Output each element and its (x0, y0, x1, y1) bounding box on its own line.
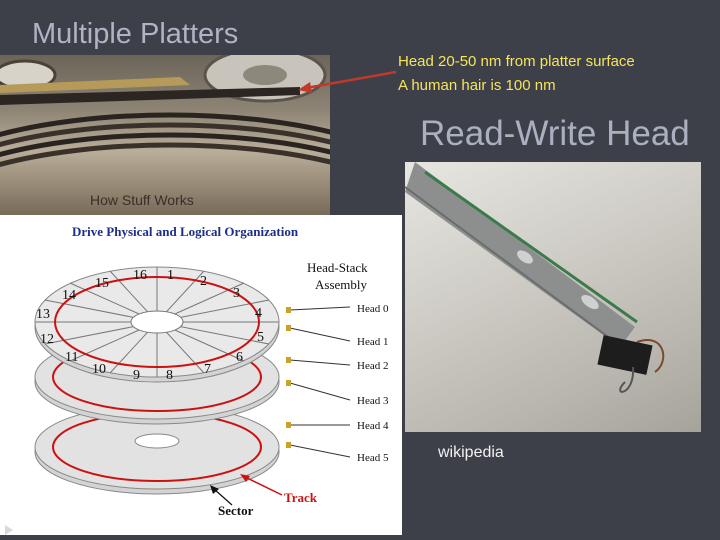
sector-label: 7 (204, 362, 211, 377)
bullet-arrow-icon (5, 525, 13, 535)
sector-label: 3 (233, 286, 240, 301)
platter-photo (0, 55, 330, 215)
leader-arrow (298, 70, 397, 93)
diagram-title: Drive Physical and Logical Organization (72, 224, 299, 239)
head-label: Head 1 (357, 336, 388, 348)
sector-caption: Sector (218, 503, 254, 518)
head-label: Head 0 (357, 303, 389, 315)
sector-label: 12 (40, 332, 54, 347)
sector-label: 6 (236, 350, 243, 365)
read-write-head-photo (405, 162, 701, 432)
head-photo-caption: wikipedia (438, 444, 504, 461)
platter-1 (34, 266, 280, 383)
platter-3 (34, 404, 280, 495)
slide-title: Multiple Platters (32, 18, 239, 50)
track-pointer (244, 476, 283, 496)
sector-label: 14 (62, 288, 76, 303)
head-label: Head 5 (357, 452, 389, 464)
sector-label: 10 (92, 362, 106, 377)
sector-label: 15 (95, 276, 109, 291)
sector-arrowhead-icon (210, 485, 219, 494)
sector-label: 5 (257, 330, 264, 345)
sector-label: 4 (255, 306, 262, 321)
sector-pointer (213, 488, 233, 506)
read-write-head-heading: Read-Write Head (420, 114, 690, 153)
head-label: Head 2 (357, 360, 388, 372)
head-stack-label-line2: Assembly (315, 277, 368, 292)
track-arrowhead-icon (240, 474, 250, 482)
platter-photo-caption: How Stuff Works (90, 192, 194, 208)
drive-organization-diagram: Drive Physical and Logical Organization … (0, 215, 402, 535)
sector-label: 11 (65, 350, 78, 365)
head-stack-label-line1: Head-Stack (307, 260, 368, 275)
head-distance-note: Head 20-50 nm from platter surface (398, 53, 635, 70)
sector-label: 1 (167, 268, 174, 283)
track-label: Track (284, 490, 318, 505)
sector-label: 16 (133, 268, 147, 283)
sector-label: 13 (36, 307, 50, 322)
sector-label: 2 (200, 274, 207, 289)
hair-size-note: A human hair is 100 nm (398, 77, 556, 94)
head-label: Head 4 (357, 420, 389, 432)
sector-label: 9 (133, 368, 140, 383)
head-label: Head 3 (357, 395, 389, 407)
sector-label: 8 (166, 368, 173, 383)
